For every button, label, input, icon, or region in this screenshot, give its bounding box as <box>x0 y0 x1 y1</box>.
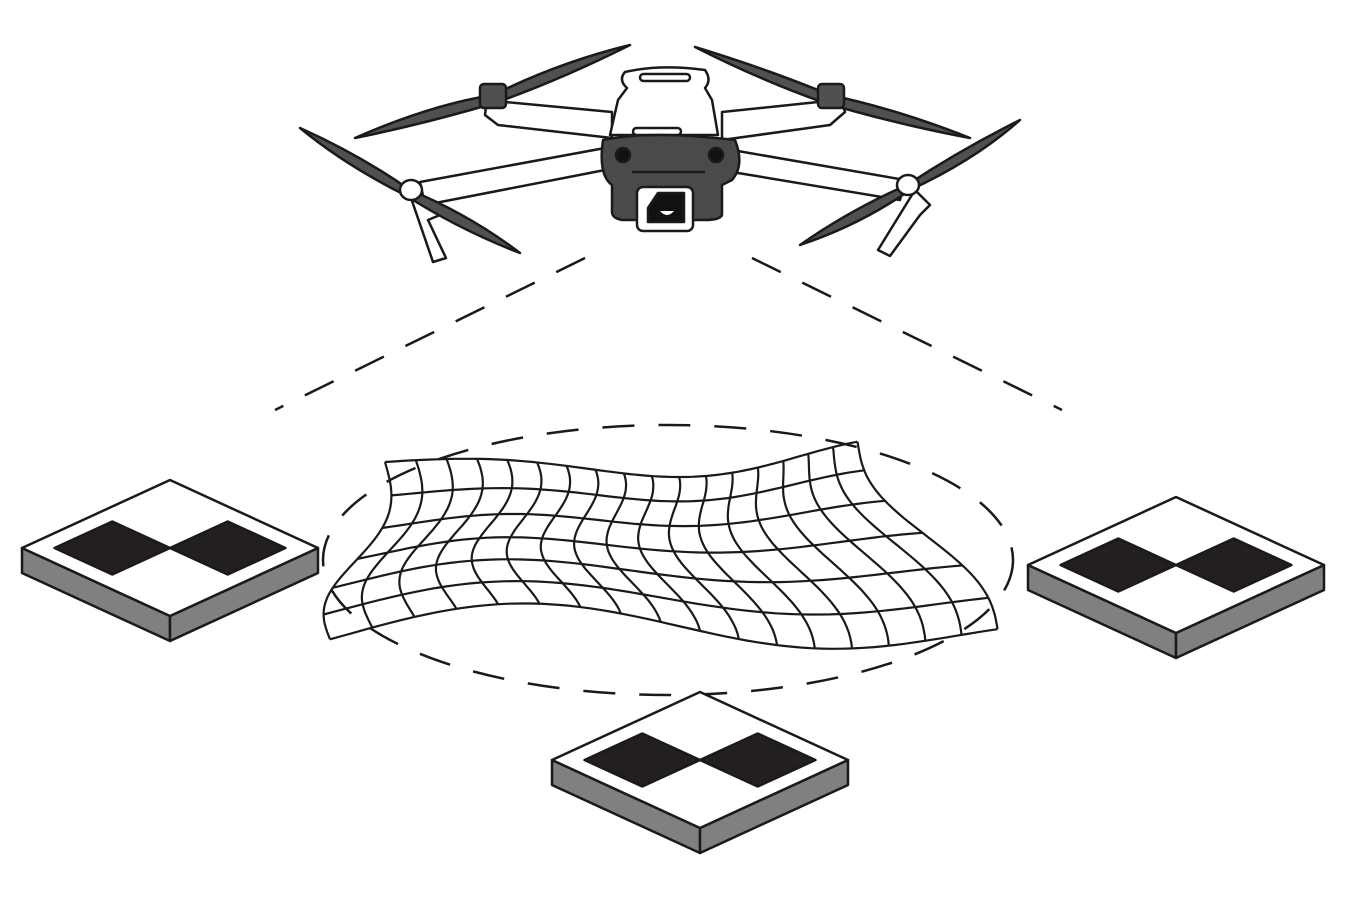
checkerboard-target-icon <box>20 478 320 643</box>
camera-lens <box>646 191 686 224</box>
mesh-column-line <box>831 446 963 636</box>
mesh-row-line <box>332 558 963 589</box>
drone-icon <box>298 43 1022 264</box>
checker-square <box>168 520 287 576</box>
right-front-arm <box>730 148 907 202</box>
checker-square <box>1174 537 1293 593</box>
mesh-column-line <box>856 441 999 630</box>
sensor-icon <box>614 146 632 164</box>
mesh-column-line <box>726 472 816 649</box>
body-vent <box>638 72 692 83</box>
mesh-row-line <box>384 440 858 479</box>
terrain-mesh <box>322 440 999 650</box>
ground-control-points <box>20 478 1326 855</box>
mesh-column-line <box>636 475 702 632</box>
mesh-column-line <box>697 475 779 646</box>
fov-footprint-ellipse <box>321 423 1015 697</box>
mesh-column-line <box>505 462 543 605</box>
mesh-column-line <box>572 469 622 614</box>
sensor-icon <box>707 146 725 164</box>
mesh-row-line <box>382 499 886 530</box>
mesh-column-line <box>807 453 927 641</box>
drone-body <box>608 66 720 137</box>
mesh-row-line <box>329 602 998 650</box>
fov-right-edge <box>751 256 1063 412</box>
checkerboard-target-icon <box>1026 495 1326 660</box>
mesh-row-line <box>323 579 989 616</box>
mesh-column-line <box>667 476 740 640</box>
left-front-arm <box>418 146 607 207</box>
camera-field-of-view <box>274 256 1063 697</box>
fov-left-edge <box>274 256 586 412</box>
mesh-row-line <box>391 469 865 503</box>
mesh-column-line <box>322 461 393 640</box>
right-leg <box>876 188 932 258</box>
propeller-hub <box>398 173 921 202</box>
checkerboard-target-icon <box>550 690 850 855</box>
mesh-column-line <box>782 460 890 646</box>
mesh-column-line <box>539 465 582 608</box>
motor-hub <box>478 82 846 110</box>
mesh-column-line <box>434 458 484 610</box>
camera-lens-highlight <box>660 211 674 215</box>
mesh-column-line <box>470 459 514 605</box>
mesh-column-line <box>360 459 424 629</box>
mesh-row-line <box>357 531 923 560</box>
checker-square <box>698 732 817 788</box>
mesh-column-line <box>605 473 662 623</box>
mesh-column-line <box>754 467 854 649</box>
mesh-column-line <box>398 458 454 618</box>
